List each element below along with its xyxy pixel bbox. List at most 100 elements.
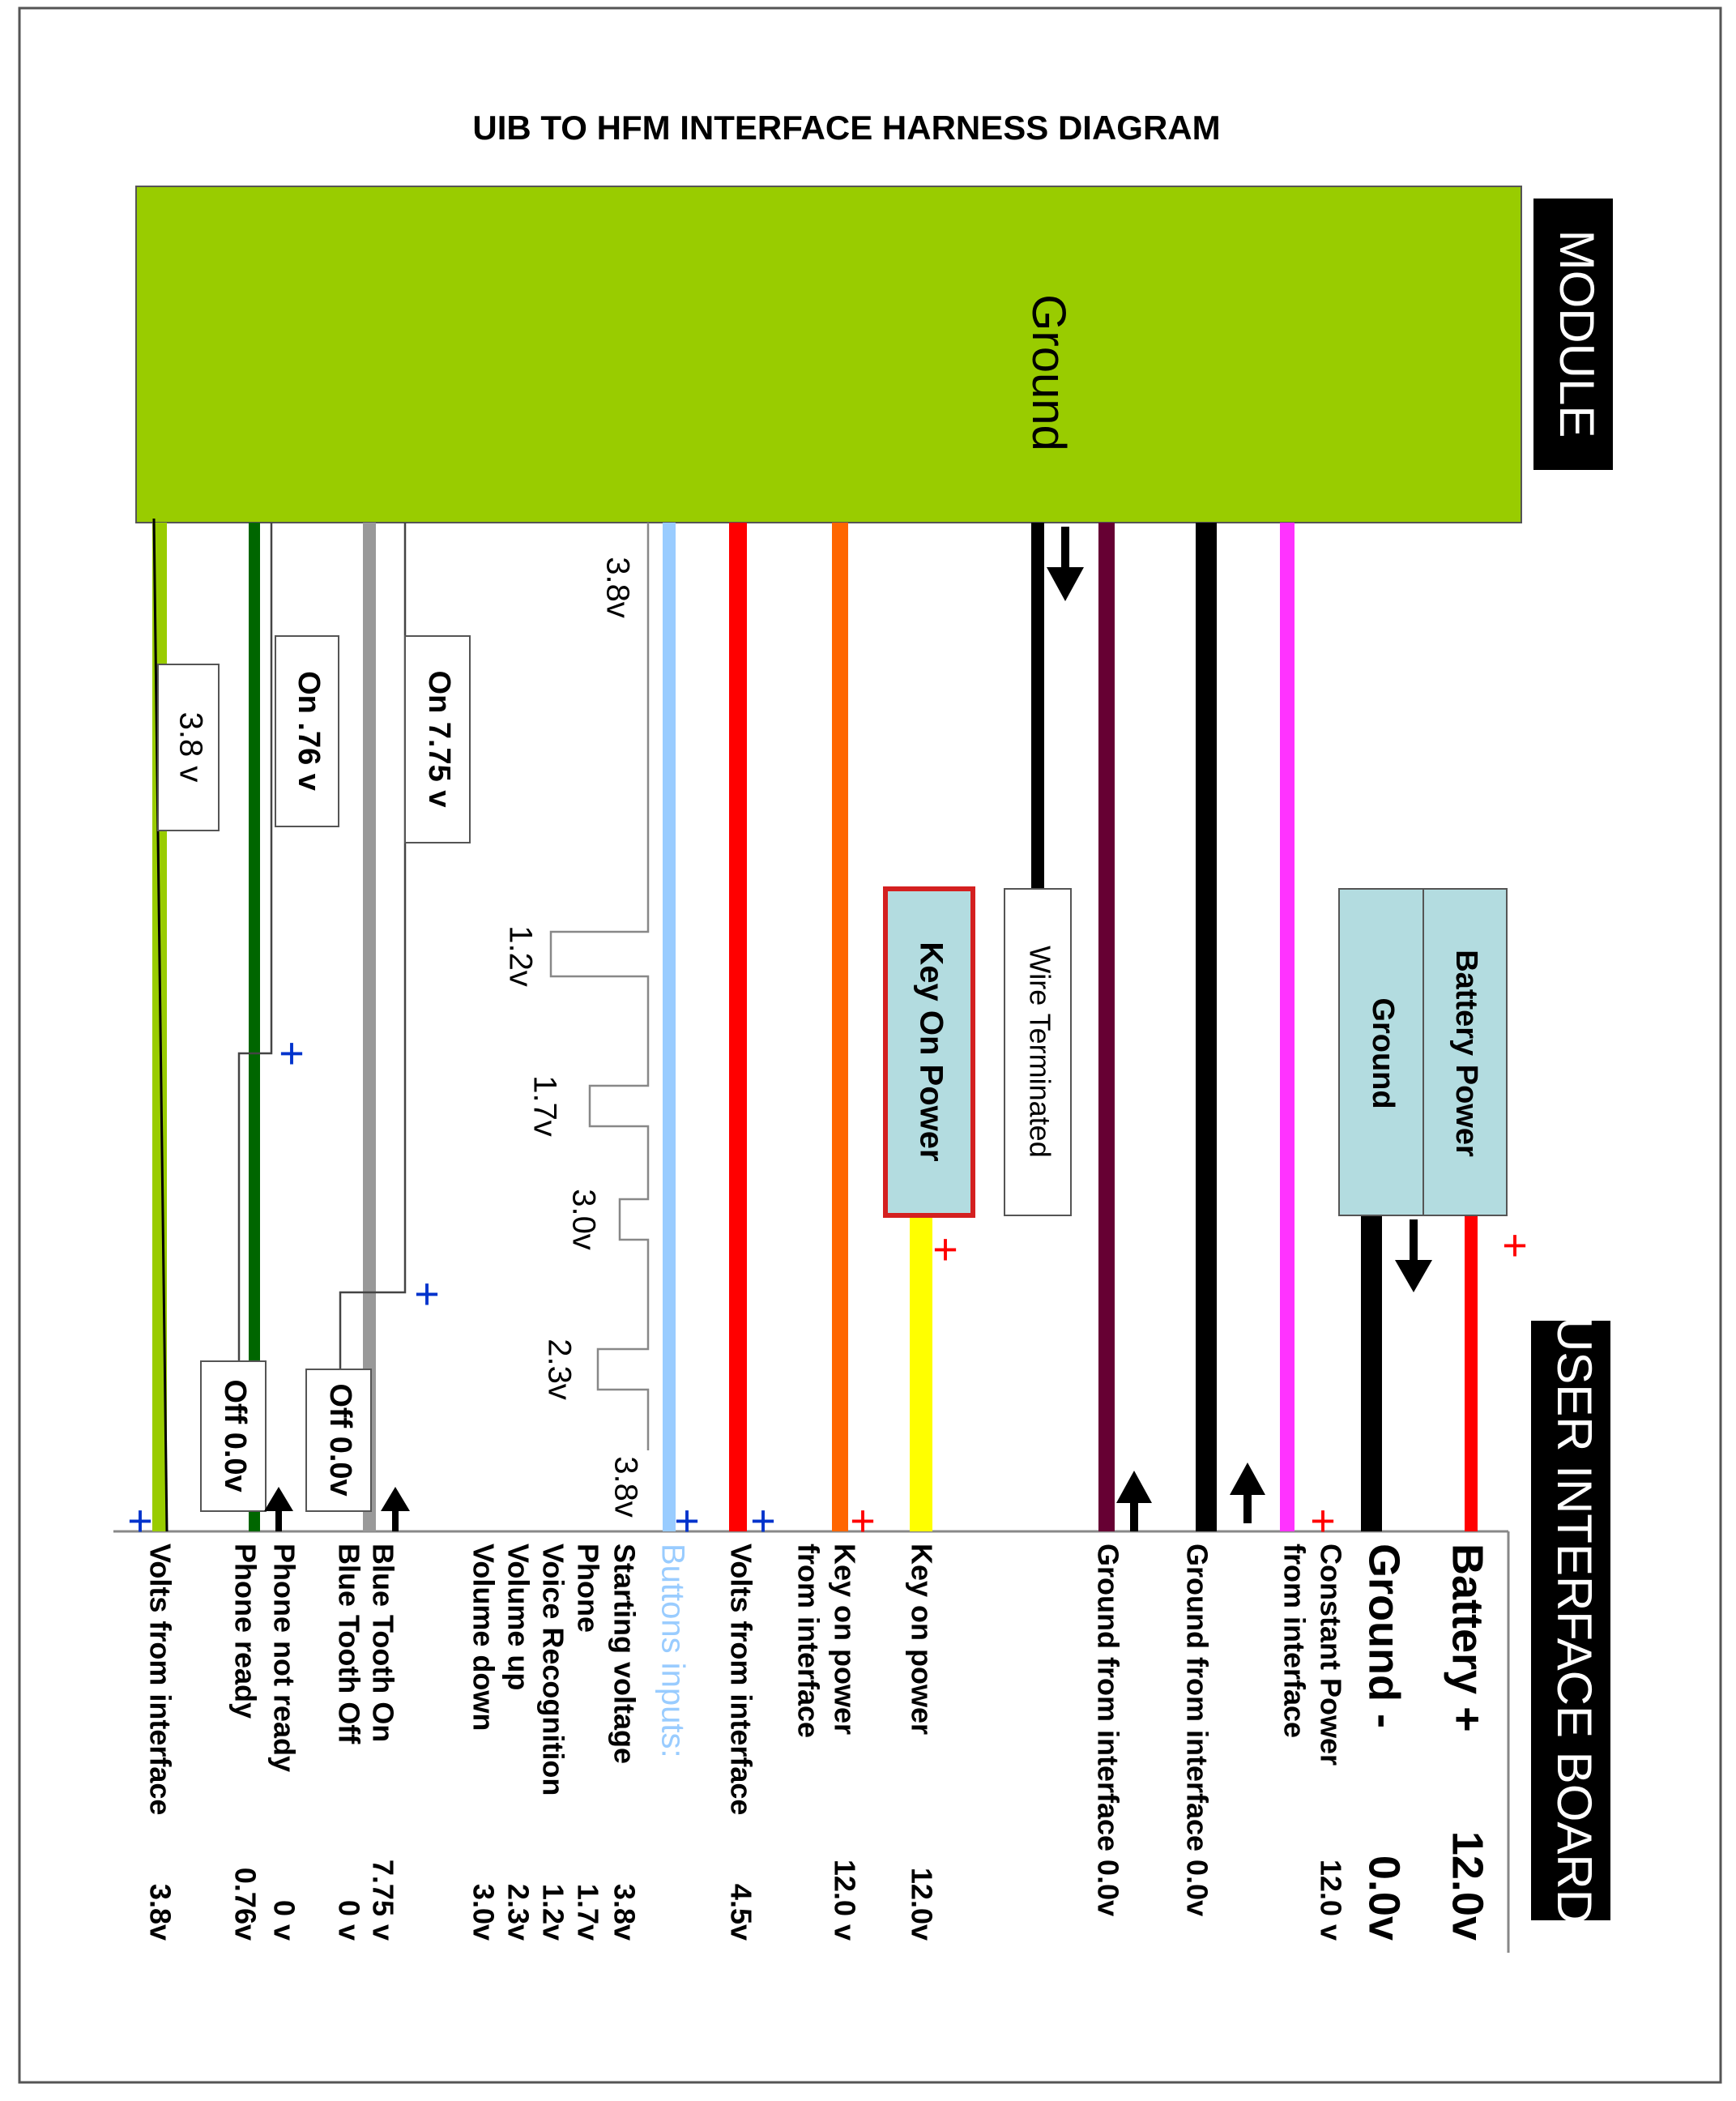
volts-interface-wire xyxy=(729,523,747,1531)
button-pulse-1: 1.2v xyxy=(502,925,538,987)
ground-wire-1 xyxy=(1196,523,1217,1531)
pinout-label: Voice Recognition xyxy=(536,1544,569,1796)
pinout-value: 7.75 v xyxy=(366,1860,399,1941)
battery-power-box-label: Battery Power xyxy=(1449,950,1483,1157)
pinout-value: 12.0v xyxy=(1444,1831,1492,1941)
pinout-value: 3.8v xyxy=(608,1884,641,1941)
pinout-label: Blue Tooth Off xyxy=(332,1544,365,1744)
module-ground-block xyxy=(135,186,1522,523)
pinout-label: Phone not ready xyxy=(267,1544,301,1772)
pinout-label: Ground from interface 0.0v xyxy=(1180,1544,1213,1916)
bluetooth-on-label: On 7.75 v xyxy=(422,671,456,808)
battery-power-box xyxy=(1422,888,1508,1216)
module-ground-label: Ground xyxy=(1022,294,1075,451)
pinout-label: Ground - xyxy=(1360,1544,1409,1728)
pinout-value: 0 v xyxy=(332,1900,365,1941)
phone-wire xyxy=(249,523,260,1531)
arrow-up-icon xyxy=(264,1487,293,1531)
pinout-label: Battery + xyxy=(1444,1544,1492,1732)
pinout-value: 1.7v xyxy=(571,1884,604,1941)
plus-icon: + xyxy=(1502,1221,1528,1270)
pinout-value: 1.2v xyxy=(536,1884,569,1941)
pinout-value: 12.0v xyxy=(905,1868,938,1941)
bluetooth-off-box xyxy=(305,1369,372,1512)
constant-power-wire xyxy=(1280,523,1295,1531)
pinout-value: 2.3v xyxy=(501,1884,535,1941)
pinout-label: Starting voltage xyxy=(608,1544,641,1764)
pinout-label: Constant Power xyxy=(1314,1544,1347,1766)
pinout-label: Phone xyxy=(571,1544,604,1633)
pinout-value: 0 v xyxy=(267,1900,301,1941)
terminated-wire xyxy=(1031,523,1044,895)
arrow-down-icon xyxy=(1395,1219,1432,1292)
plus-icon: + xyxy=(850,1497,876,1545)
pinout-value: 12.0 v xyxy=(828,1860,861,1941)
wire-terminated-label: Wire Terminated xyxy=(1023,946,1056,1157)
button-pulse-3: 3.0v xyxy=(565,1189,601,1250)
plus-icon: + xyxy=(1310,1497,1336,1545)
plus-icon: + xyxy=(750,1497,776,1545)
phone-on-label: On .76 v xyxy=(292,671,326,791)
plus-icon: + xyxy=(279,1029,305,1078)
button-start-voltage: 3.8v xyxy=(599,557,635,618)
arrow-down-icon xyxy=(1047,527,1084,601)
lime-volts-inner-line xyxy=(152,518,168,1532)
button-pulse-2: 1.7v xyxy=(527,1075,562,1137)
bluetooth-off-label: Off 0.0v xyxy=(323,1383,357,1496)
board-label: USER INTERFACE BOARD xyxy=(1547,1317,1602,1924)
plus-icon: + xyxy=(127,1497,153,1545)
pinout-label: Volts from interface xyxy=(143,1544,177,1815)
pinout-label: Volts from interface xyxy=(724,1544,757,1815)
page-frame xyxy=(18,6,1722,2084)
module-label: MODULE xyxy=(1550,230,1604,438)
battery-wire xyxy=(1465,1215,1478,1531)
plus-icon: + xyxy=(414,1270,440,1318)
plus-icon: + xyxy=(932,1225,958,1274)
key-on-power-box xyxy=(883,886,975,1218)
arrow-up-icon xyxy=(1230,1463,1265,1523)
phone-on-box xyxy=(275,635,339,827)
key-on-wire xyxy=(910,1215,932,1531)
arrow-up-icon xyxy=(1116,1471,1152,1531)
arrow-up-icon xyxy=(381,1487,410,1531)
pinout-value: 4.5v xyxy=(724,1884,757,1941)
diagram-title: UIB TO HFM INTERFACE HARNESS DIAGRAM xyxy=(472,109,1220,147)
pinout-value: 0.0v xyxy=(1360,1855,1409,1941)
phone-off-box xyxy=(200,1360,267,1512)
pinout-label: from interface xyxy=(791,1544,825,1738)
ground-wire-2 xyxy=(1098,523,1115,1531)
pinout-value: 0.76v xyxy=(228,1868,262,1941)
pinout-label: from interface xyxy=(1277,1544,1311,1738)
pinout-label: Ground from interface 0.0v xyxy=(1091,1544,1124,1916)
plus-icon: + xyxy=(674,1497,700,1545)
pinout-label: Key on power xyxy=(905,1544,938,1735)
pinout-label: Key on power xyxy=(828,1544,861,1735)
key-on-interface-wire xyxy=(832,523,848,1531)
wire-terminated-box xyxy=(1004,888,1072,1216)
bluetooth-wire xyxy=(363,523,376,1531)
pinout-value: 12.0 v xyxy=(1314,1860,1347,1941)
ground-box-label: Ground xyxy=(1366,997,1400,1108)
button-end-voltage: 3.8v xyxy=(608,1456,643,1518)
buttons-wire xyxy=(663,523,676,1531)
board-ground-wire xyxy=(1361,1215,1382,1531)
pinout-label: Volume down xyxy=(467,1544,500,1731)
bluetooth-on-box xyxy=(404,635,471,843)
phone-off-label: Off 0.0v xyxy=(218,1379,252,1492)
volts-value-label: 3.8 v xyxy=(173,712,208,783)
key-on-power-label: Key On Power xyxy=(913,942,949,1161)
pinout-label: Blue Tooth On xyxy=(366,1544,399,1742)
pinout-label: Phone ready xyxy=(228,1544,262,1719)
pinout-value: 3.8v xyxy=(143,1884,177,1941)
volts-value-box xyxy=(157,664,220,831)
board-pinout-list: Battery + 12.0v Ground - 0.0v Constant Power… xyxy=(143,1544,1491,1941)
button-waveform-line xyxy=(549,523,650,1450)
bluetooth-on-lead xyxy=(339,523,407,1369)
pinout-label: Buttons inputs: xyxy=(655,1544,690,1758)
module-label-box xyxy=(1533,199,1613,470)
pinout-value: 3.0v xyxy=(467,1884,500,1941)
pinout-label: Volume up xyxy=(501,1544,535,1690)
button-pulse-4: 2.3v xyxy=(541,1339,577,1400)
ground-box xyxy=(1338,888,1424,1216)
